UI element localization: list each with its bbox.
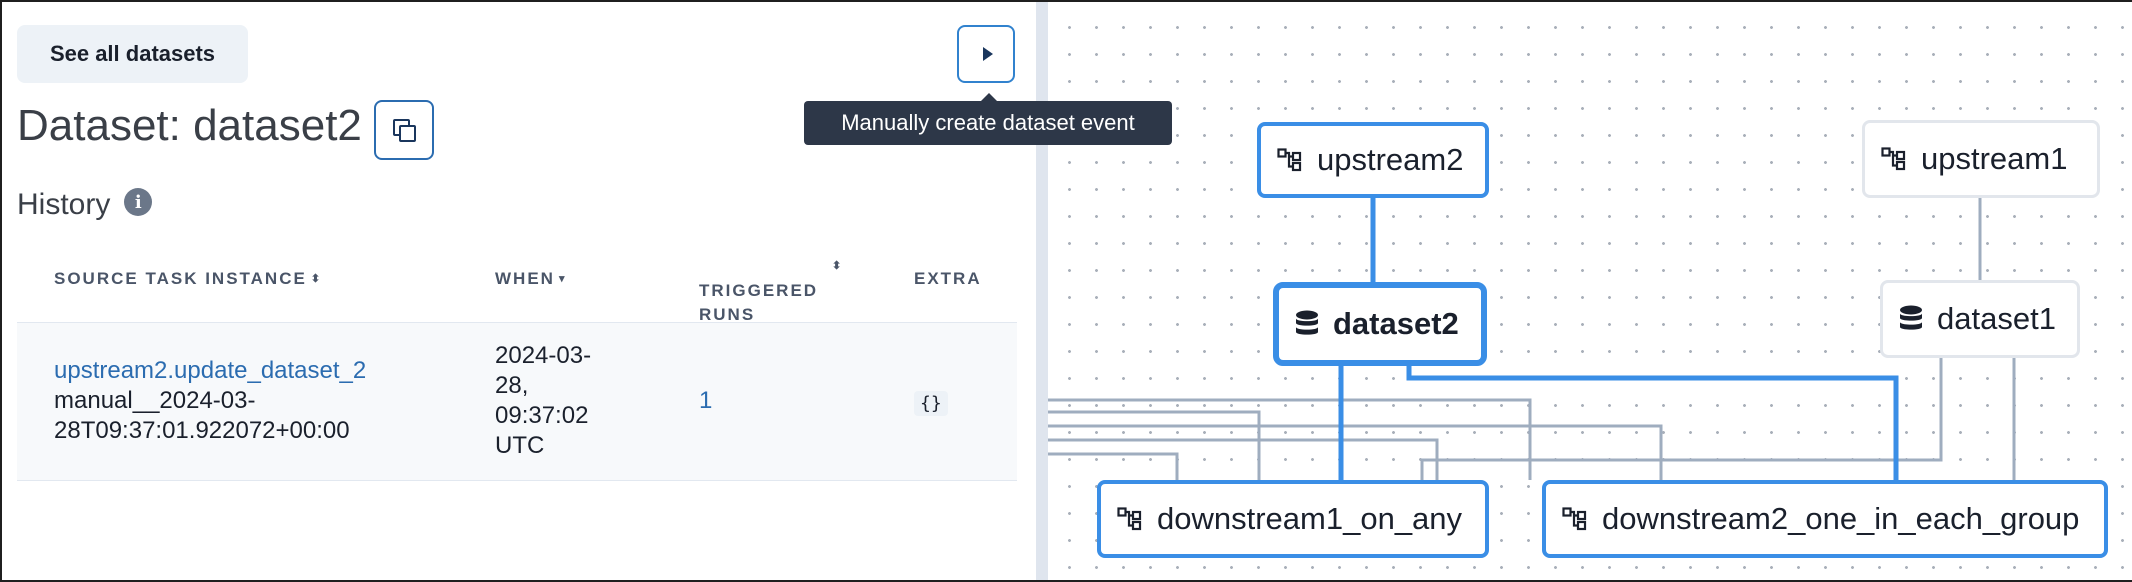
dag-icon: [1117, 507, 1142, 531]
graph-edges: [1048, 196, 2016, 480]
triggered-runs-link[interactable]: 1: [699, 387, 713, 414]
graph-node-dataset1[interactable]: dataset1: [1880, 280, 2080, 358]
edge-line: [1048, 424, 1663, 480]
column-header-when[interactable]: WHEN▾: [495, 269, 565, 288]
history-label: History: [17, 188, 111, 221]
column-header-extra: EXTRA: [914, 269, 982, 288]
graph-node-upstream1[interactable]: upstream1: [1862, 120, 2100, 198]
graph-node-downstream2-one-in-each-group[interactable]: downstream2_one_in_each_group: [1542, 480, 2108, 558]
sort-icon: ⬍: [310, 273, 321, 285]
see-all-datasets-button[interactable]: See all datasets: [17, 25, 248, 83]
database-icon: [1296, 310, 1318, 335]
copy-icon: [393, 119, 416, 142]
edge-line: [1048, 438, 1439, 480]
dag-icon: [1562, 507, 1587, 531]
sort-icon: ⬍: [832, 260, 842, 272]
extra-json: {}: [914, 391, 948, 416]
run-id: manual__2024-03- 28T09:37:01.922072+00:0…: [54, 387, 350, 444]
copy-button[interactable]: [374, 100, 434, 160]
tooltip: Manually create dataset event: [804, 93, 1172, 145]
graph-node-upstream2[interactable]: upstream2: [1257, 122, 1489, 198]
event-timestamp: 2024-03- 28, 09:37:02 UTC: [495, 342, 592, 459]
dag-icon: [1881, 147, 1906, 171]
column-header-source-task-instance[interactable]: SOURCE TASK INSTANCE⬍: [54, 269, 321, 288]
page-title: Dataset: dataset2: [17, 101, 362, 150]
graph-node-downstream1-on-any[interactable]: downstream1_on_any: [1097, 480, 1489, 558]
play-icon: [982, 47, 993, 61]
edge-line: [1048, 452, 1179, 480]
sort-desc-icon: ▾: [558, 273, 565, 285]
create-dataset-event-button[interactable]: [957, 25, 1015, 83]
history-heading: History i: [17, 188, 153, 222]
dataset-detail-panel: See all datasets Manually create dataset…: [2, 2, 1172, 580]
info-icon[interactable]: i: [124, 188, 153, 216]
edge-line: [1406, 362, 1899, 480]
panel-divider[interactable]: [1036, 2, 1048, 580]
dag-icon: [1277, 148, 1302, 172]
source-task-link[interactable]: upstream2.update_dataset_2: [54, 357, 367, 384]
edge-line: [1048, 398, 1532, 480]
database-icon: [1900, 305, 1922, 330]
column-header-triggered-runs[interactable]: TRIGGERED RUNS: [699, 281, 819, 324]
edge-line: [1420, 358, 1943, 480]
edge-line: [1048, 410, 1261, 480]
graph-node-dataset2[interactable]: dataset2: [1273, 282, 1487, 366]
dataset-graph[interactable]: upstream2 upstream1 dataset2 dataset1 do…: [1048, 2, 2132, 580]
table-row: upstream2.update_dataset_2 manual__2024-…: [17, 322, 1017, 481]
